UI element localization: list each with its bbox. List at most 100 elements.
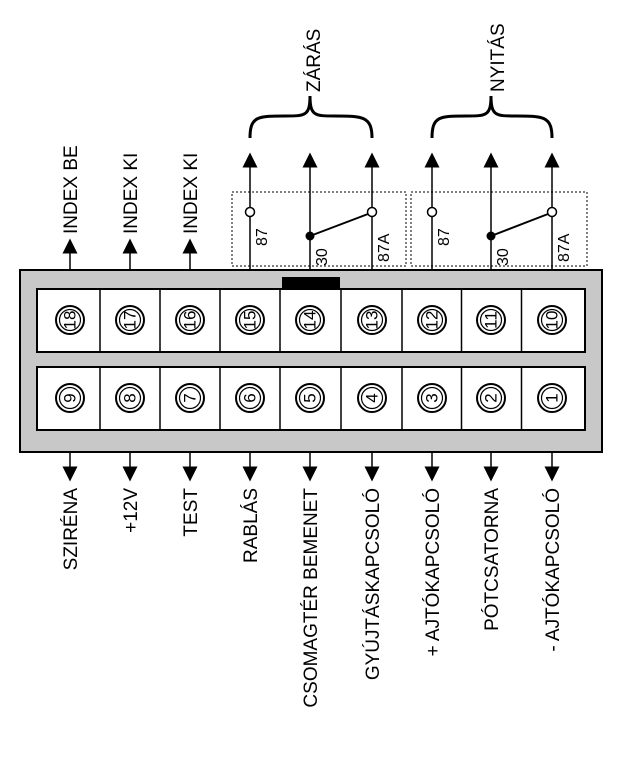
labels-layer: INDEX BE INDEX KI INDEX KI SZIRÉNA +12V TEST R…	[61, 145, 564, 707]
top-label: INDEX KI	[121, 153, 142, 234]
relay-label-87a: 87A	[376, 233, 393, 262]
pin-number: 16	[181, 311, 200, 330]
pin-top-2: 16	[175, 305, 205, 335]
relays-layer: 87 30 87A 87 30 87A	[242, 152, 573, 270]
pin-top-3: 15	[235, 305, 265, 335]
pin-bottom-4: 5	[295, 383, 325, 413]
pin-circle-inner	[238, 308, 262, 332]
pin-number: 7	[181, 393, 200, 402]
pin-bottom-7: 2	[476, 383, 506, 413]
pin-circle	[115, 383, 145, 413]
relay-contact-87a	[546, 206, 558, 218]
pin-circle	[357, 383, 387, 413]
pin-circle	[175, 383, 205, 413]
pin-circle	[357, 305, 387, 335]
pin-number: 8	[121, 393, 140, 402]
pin-bottom-6: 3	[417, 383, 447, 413]
bottom-label: +12V	[121, 488, 142, 533]
pin-bottom-5: 4	[357, 383, 387, 413]
pin-number: 6	[241, 393, 260, 402]
pin-circle-inner	[420, 386, 444, 410]
pin-circle	[476, 305, 506, 335]
pin-circle-inner	[118, 386, 142, 410]
pin-number: 3	[423, 393, 442, 402]
connector-key	[282, 277, 340, 290]
pin-circle	[295, 383, 325, 413]
bottom-label: CSOMAGTÉR BEMENET	[301, 488, 322, 708]
top-label: INDEX BE	[61, 145, 82, 234]
pin-bottom-2: 7	[175, 383, 205, 413]
relay-open: 87 30 87A	[424, 152, 573, 270]
pin-circle-inner	[360, 308, 384, 332]
pin-top-8: 10	[537, 305, 567, 335]
pin-circle	[295, 305, 325, 335]
pin-circle-inner	[540, 308, 564, 332]
bottom-label: PÓTCSATORNA	[481, 488, 503, 631]
brace-close	[248, 95, 374, 139]
relay-contact-87	[426, 206, 438, 218]
bottom-label: SZIRÉNA	[61, 488, 82, 571]
bottom-label: - AJTÓKAPCSOLÓ	[542, 488, 564, 652]
bottom-label: RABLÁS	[241, 488, 262, 563]
pin-bottom-8: 1	[537, 383, 567, 413]
pin-circle-inner	[58, 308, 82, 332]
relay-contact-87a	[366, 206, 378, 218]
pin-circle	[417, 383, 447, 413]
pin-number: 11	[482, 311, 501, 329]
pin-number: 10	[543, 311, 562, 330]
pin-circle-inner	[118, 308, 142, 332]
group-label-open: NYITÁS	[488, 23, 509, 92]
relay-lever	[490, 213, 549, 237]
pins-layer: 18 9 17 8 16 7 15 6 14 5 13 4 12 3 11 2 10 1	[55, 289, 567, 430]
group-label-close: ZÁRÁS	[304, 29, 325, 92]
pin-circle-inner	[540, 386, 564, 410]
pin-circle-inner	[58, 386, 82, 410]
pin-circle	[476, 383, 506, 413]
pin-circle	[55, 383, 85, 413]
pin-circle-inner	[479, 386, 503, 410]
pin-circle-inner	[479, 308, 503, 332]
pin-circle	[235, 383, 265, 413]
pin-number: 5	[301, 393, 320, 402]
pin-circle	[417, 305, 447, 335]
relay-label-30: 30	[495, 248, 512, 266]
relay-label-87a: 87A	[556, 233, 573, 262]
pin-number: 14	[301, 311, 320, 330]
relay-label-87: 87	[254, 228, 271, 246]
pin-number: 9	[61, 393, 80, 402]
pin-number: 1	[543, 393, 562, 402]
pin-bottom-3: 6	[235, 383, 265, 413]
bottom-label: TEST	[181, 488, 202, 537]
pin-top-4: 14	[295, 305, 325, 335]
bottom-label: + AJTÓKAPCSOLÓ	[422, 488, 444, 656]
pin-circle-inner	[178, 386, 202, 410]
pin-circle	[537, 383, 567, 413]
pin-circle-inner	[298, 386, 322, 410]
pin-number: 17	[121, 311, 140, 330]
relay-label-30: 30	[314, 248, 331, 266]
pin-top-0: 18	[55, 305, 85, 335]
pin-circle-inner	[420, 308, 444, 332]
pin-circle	[115, 305, 145, 335]
pin-top-1: 17	[115, 305, 145, 335]
pin-circle-inner	[178, 308, 202, 332]
top-label: INDEX KI	[181, 153, 202, 234]
pin-circle-inner	[298, 308, 322, 332]
pin-circle	[175, 305, 205, 335]
pin-circle	[55, 305, 85, 335]
pin-circle	[235, 305, 265, 335]
relay-close: 87 30 87A	[242, 152, 393, 270]
pin-top-6: 12	[417, 305, 447, 335]
pin-number: 12	[423, 311, 442, 330]
pin-number: 4	[363, 393, 382, 402]
pin-number: 18	[61, 311, 80, 330]
pin-top-7: 11	[476, 305, 506, 335]
relay-contact-87	[244, 206, 256, 218]
brace-open	[430, 95, 554, 139]
pin-number: 15	[241, 311, 260, 330]
pin-number: 13	[363, 311, 382, 330]
relay-label-87: 87	[436, 228, 453, 246]
pin-bottom-0: 9	[55, 383, 85, 413]
bottom-label: GYÚJTÁSKAPCSOLÓ	[362, 488, 384, 680]
